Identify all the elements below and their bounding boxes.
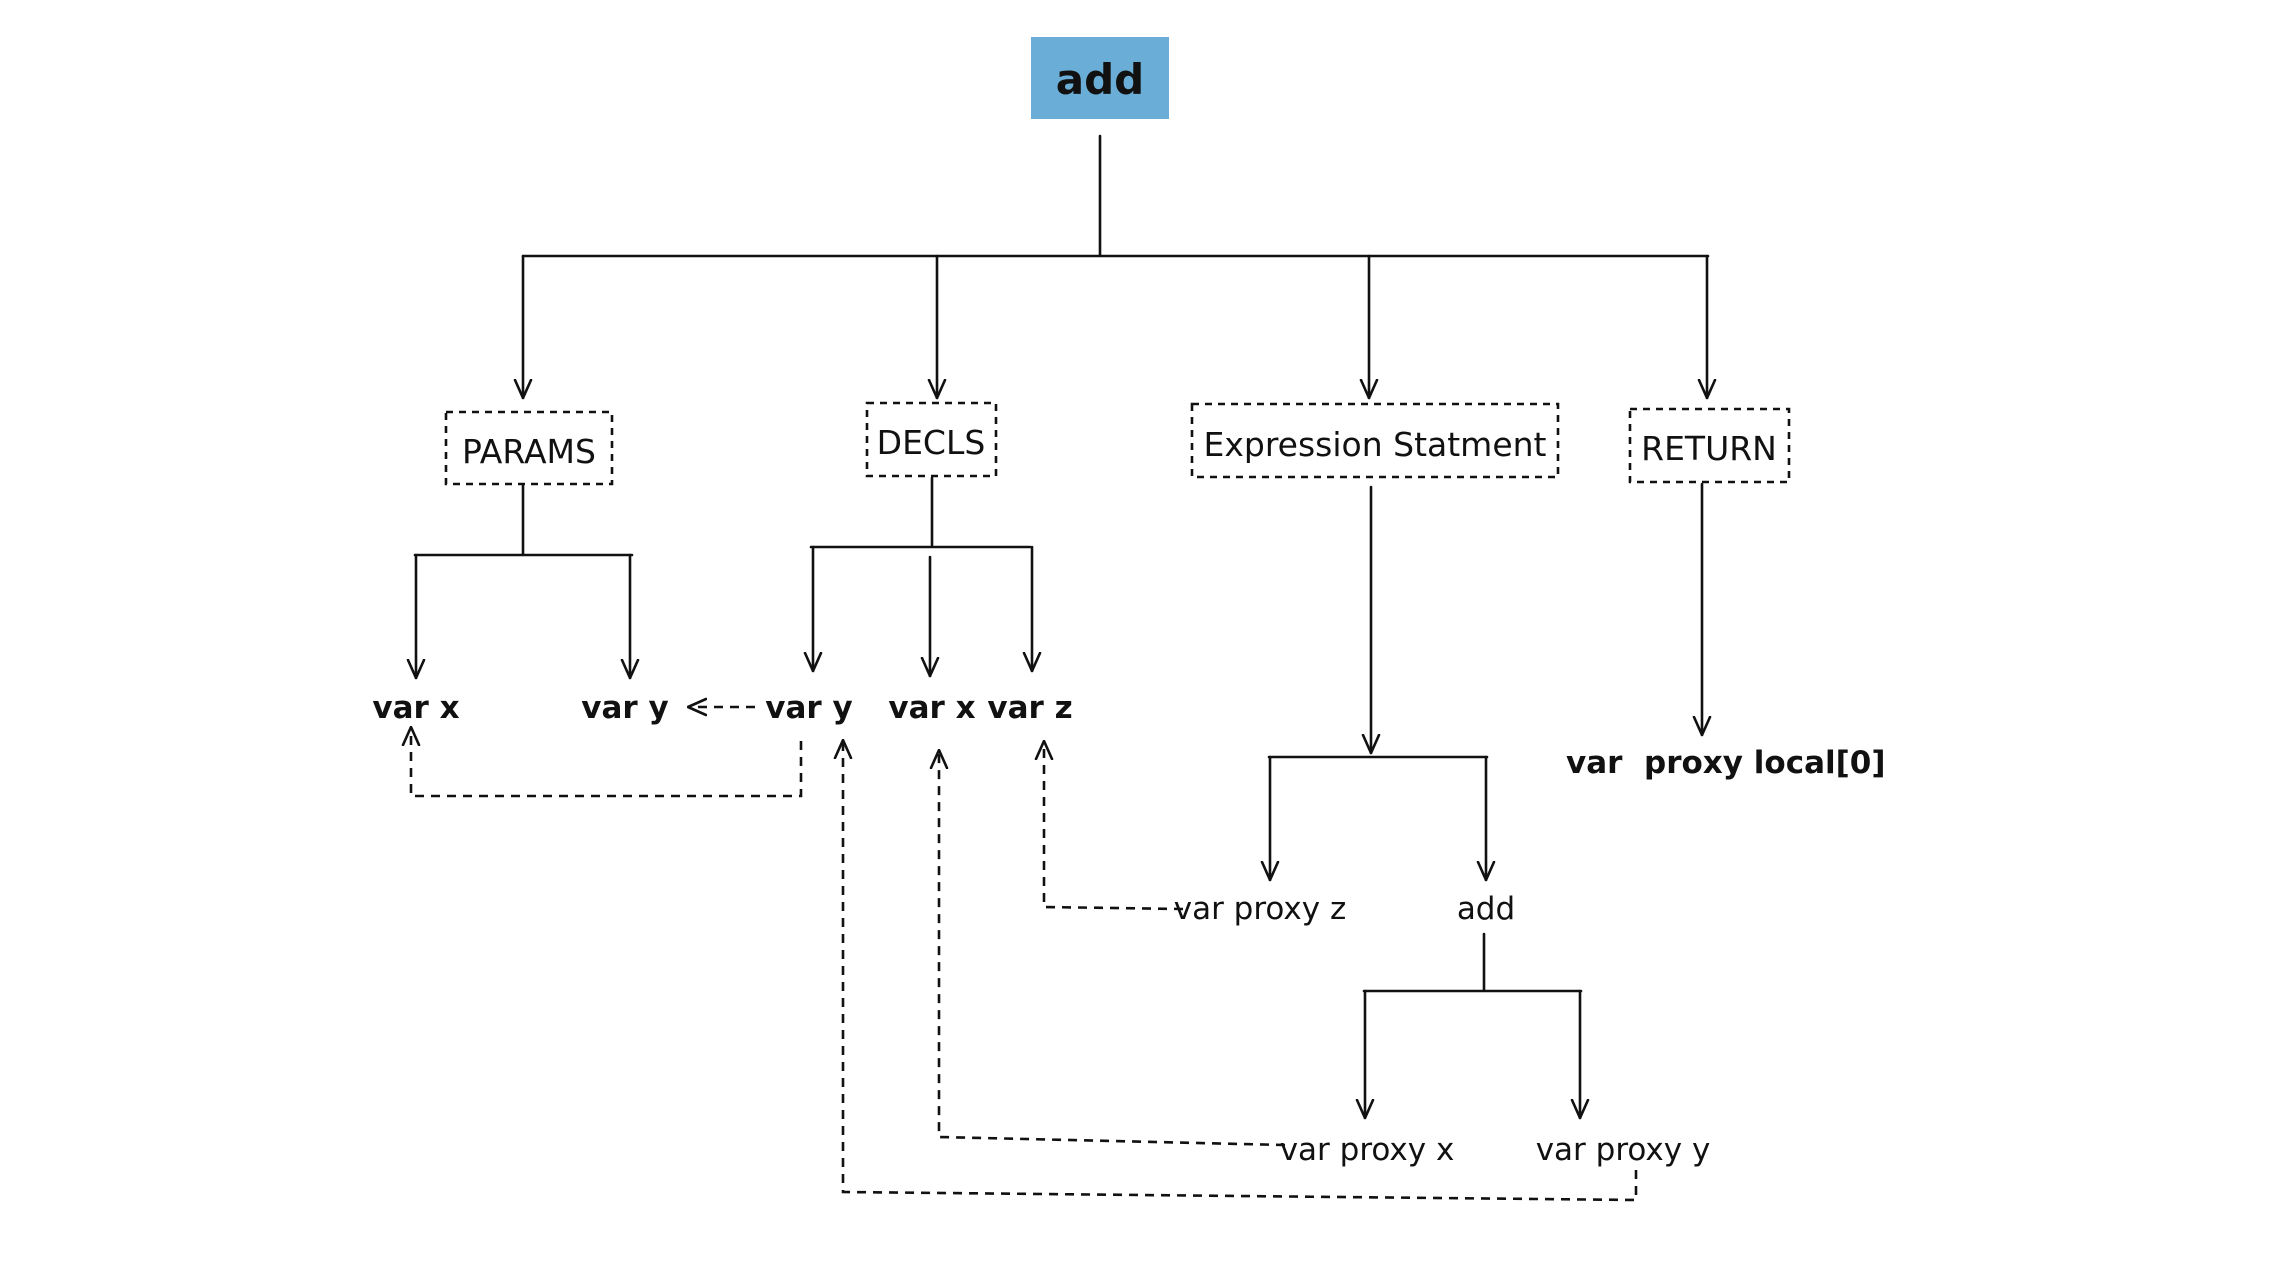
root-node-add: add [1031, 37, 1169, 119]
params-var-y: var y [581, 690, 668, 726]
params-box [444, 410, 614, 486]
decls-var-x: var x [888, 690, 975, 726]
decls-label: DECLS [877, 423, 986, 462]
params-var-x: var x [372, 690, 459, 726]
expression-statement-box [1190, 402, 1560, 479]
ref-proxy-y-to-decls-y [843, 740, 1638, 1202]
expression-statement-label: Expression Statment [1204, 425, 1547, 464]
add-proxy-x: var proxy x [1280, 1132, 1455, 1168]
expression-statement-node: Expression Statment [1190, 402, 1560, 479]
decls-node: DECLS [865, 401, 998, 478]
add-proxy-y: var proxy y [1536, 1132, 1711, 1168]
return-label: RETURN [1641, 429, 1777, 468]
reference-links [411, 707, 1638, 1202]
decls-var-y: var y [765, 690, 852, 726]
return-child: var proxy local[0] [1566, 745, 1886, 781]
root-connectors [523, 134, 1708, 400]
ref-decls-y-to-params-x [411, 727, 803, 798]
params-connectors [415, 484, 632, 680]
add-connectors [1364, 932, 1581, 1120]
ref-proxy-x-to-decls-x [939, 750, 1286, 1147]
decls-box [865, 401, 998, 478]
decls-connectors [811, 476, 1032, 678]
expr-connectors [1269, 485, 1487, 882]
params-label: PARAMS [462, 432, 596, 471]
expr-add: add [1457, 891, 1515, 927]
expr-proxy-z: var proxy z [1174, 891, 1347, 927]
return-box [1628, 407, 1791, 484]
root-node-box [1031, 37, 1169, 119]
decls-var-z: var z [987, 690, 1072, 726]
root-node-label: add [1056, 55, 1144, 104]
params-node: PARAMS [444, 410, 614, 486]
return-node: RETURN [1628, 407, 1791, 484]
ref-proxy-z-to-decls-z [1044, 741, 1184, 911]
